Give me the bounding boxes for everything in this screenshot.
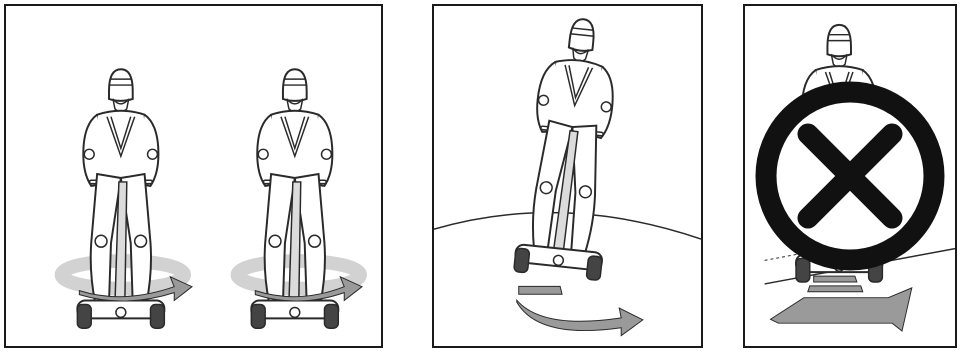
prohibited-icon xyxy=(745,6,955,346)
turn-while-riding-illustration xyxy=(434,6,701,346)
illustration-panel-turn-in-place xyxy=(4,4,383,348)
rider-figure-leaning xyxy=(514,15,627,281)
illustration-panel-slope-prohibited xyxy=(743,4,957,348)
curved-direction-arrow xyxy=(517,300,643,335)
illustration-panel-turn-while-riding xyxy=(432,4,703,348)
shadow-bar xyxy=(519,286,562,294)
ground-line xyxy=(6,346,383,348)
turn-in-place-illustration xyxy=(6,6,381,346)
